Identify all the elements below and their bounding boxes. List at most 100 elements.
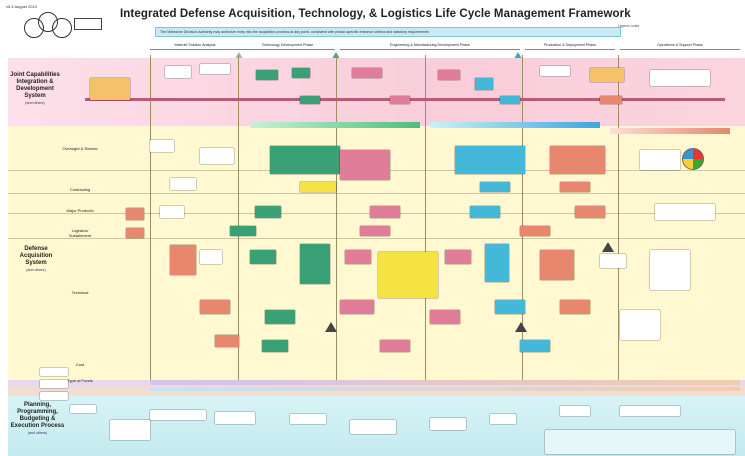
phase-divider-4 [425, 55, 426, 385]
ppbe-node[interactable] [560, 406, 590, 416]
cost-box[interactable] [40, 368, 68, 376]
jcids-name: Joint Capabilities Integration & Develop… [10, 72, 60, 99]
tech-node[interactable] [378, 252, 438, 298]
cost-box[interactable] [40, 392, 68, 400]
tech-node[interactable] [560, 300, 590, 314]
ppbe-node[interactable] [150, 410, 206, 420]
tech-node[interactable] [600, 254, 626, 268]
tech-node[interactable] [495, 300, 525, 314]
jcids-node[interactable] [90, 78, 130, 100]
jcids-node[interactable] [500, 96, 520, 104]
logistics-node[interactable] [126, 228, 144, 238]
tech-node[interactable] [340, 300, 374, 314]
tech-node[interactable] [262, 340, 288, 352]
logistics-node[interactable] [230, 226, 256, 236]
contract-node[interactable] [560, 182, 590, 192]
version-label: v5.4 August 2010 [6, 4, 37, 9]
tech-node[interactable] [300, 244, 330, 284]
ppbe-node[interactable] [290, 414, 326, 424]
contract-node[interactable] [480, 182, 510, 192]
logistics-node[interactable] [520, 226, 550, 236]
jcids-node[interactable] [390, 96, 410, 104]
das-note: (and others) [26, 268, 46, 272]
legend-note: Legend / notes [618, 24, 640, 28]
jcids-system-label: Joint Capabilities Integration & Develop… [10, 72, 60, 107]
sustainment-wheel-icon [682, 148, 704, 170]
emblem-box [74, 18, 102, 30]
jcids-node[interactable] [165, 66, 191, 78]
tech-node[interactable] [620, 310, 660, 340]
tech-node[interactable] [520, 340, 550, 352]
tech-node[interactable] [485, 244, 509, 282]
product-node[interactable] [255, 206, 281, 218]
phase-header-4: Production & Deployment Phase [525, 41, 615, 50]
jcids-node[interactable] [590, 68, 624, 82]
jcids-node[interactable] [256, 70, 278, 80]
tech-node[interactable] [540, 250, 574, 280]
emblem-cluster [22, 12, 102, 42]
ppbe-node[interactable] [430, 418, 466, 430]
das-node[interactable] [270, 146, 340, 174]
das-node[interactable] [455, 146, 525, 174]
tech-node[interactable] [200, 250, 222, 264]
ribbon-label-cost: Cost [75, 362, 85, 367]
product-node[interactable] [370, 206, 400, 218]
logistics-node[interactable] [360, 226, 390, 236]
product-node[interactable] [575, 206, 605, 218]
ppbe-node[interactable] [620, 406, 680, 416]
jcids-node[interactable] [438, 70, 460, 80]
product-node[interactable] [655, 204, 715, 220]
jcids-note: (and others) [25, 101, 45, 105]
jcids-node[interactable] [650, 70, 710, 86]
ppbe-note: (and others) [27, 431, 48, 435]
emd-arrow [430, 122, 600, 128]
row-label-logistics: Logistics/ Sustainment [68, 228, 92, 238]
row-label-major-products: Major Products [66, 208, 94, 213]
product-node[interactable] [470, 206, 500, 218]
das-node[interactable] [550, 146, 605, 174]
tech-node[interactable] [215, 335, 239, 347]
das-node[interactable] [640, 150, 680, 170]
jcids-node[interactable] [540, 66, 570, 76]
ppbe-node[interactable] [490, 414, 516, 424]
das-node[interactable] [150, 140, 174, 152]
ppbe-node[interactable] [350, 420, 396, 434]
phase-divider-1 [150, 55, 151, 385]
tech-node[interactable] [345, 250, 371, 264]
jcids-node[interactable] [200, 64, 230, 74]
jcids-node[interactable] [600, 96, 622, 104]
product-node[interactable] [126, 208, 144, 220]
ppbe-node[interactable] [110, 420, 150, 440]
row-label-oversight: Oversight & Review [62, 146, 98, 151]
tech-node[interactable] [650, 250, 690, 290]
das-node[interactable] [200, 148, 234, 164]
tech-dev-arrow [250, 122, 420, 128]
phase-header-2: Technology Development Phase [240, 41, 335, 50]
phase-divider-5 [522, 55, 523, 385]
product-node[interactable] [160, 206, 184, 218]
cost-box[interactable] [40, 380, 68, 388]
jcids-node[interactable] [475, 78, 493, 90]
tech-node[interactable] [380, 340, 410, 352]
contract-node[interactable] [170, 178, 196, 190]
row-divider [8, 238, 745, 239]
das-name: Defense Acquisition System [19, 246, 53, 266]
ppbe-system-label: Planning, Programming, Budgeting & Execu… [10, 402, 65, 437]
tech-node[interactable] [250, 250, 276, 264]
das-node[interactable] [340, 150, 390, 180]
tech-node[interactable] [265, 310, 295, 324]
jcids-node[interactable] [292, 68, 310, 78]
tech-node[interactable] [430, 310, 460, 324]
tech-node[interactable] [445, 250, 471, 264]
contract-node[interactable] [300, 182, 336, 192]
ppbe-node[interactable] [70, 405, 96, 413]
milestone-c-triangle [512, 52, 524, 62]
tech-node[interactable] [170, 245, 196, 275]
jcids-node[interactable] [300, 96, 320, 104]
tech-node[interactable] [200, 300, 230, 314]
phase-divider-3 [336, 55, 337, 385]
jcids-node[interactable] [352, 68, 382, 78]
ppbe-node[interactable] [545, 430, 735, 454]
ppbe-node[interactable] [215, 412, 255, 424]
ppbe-name: Planning, Programming, Budgeting & Execu… [10, 402, 65, 429]
